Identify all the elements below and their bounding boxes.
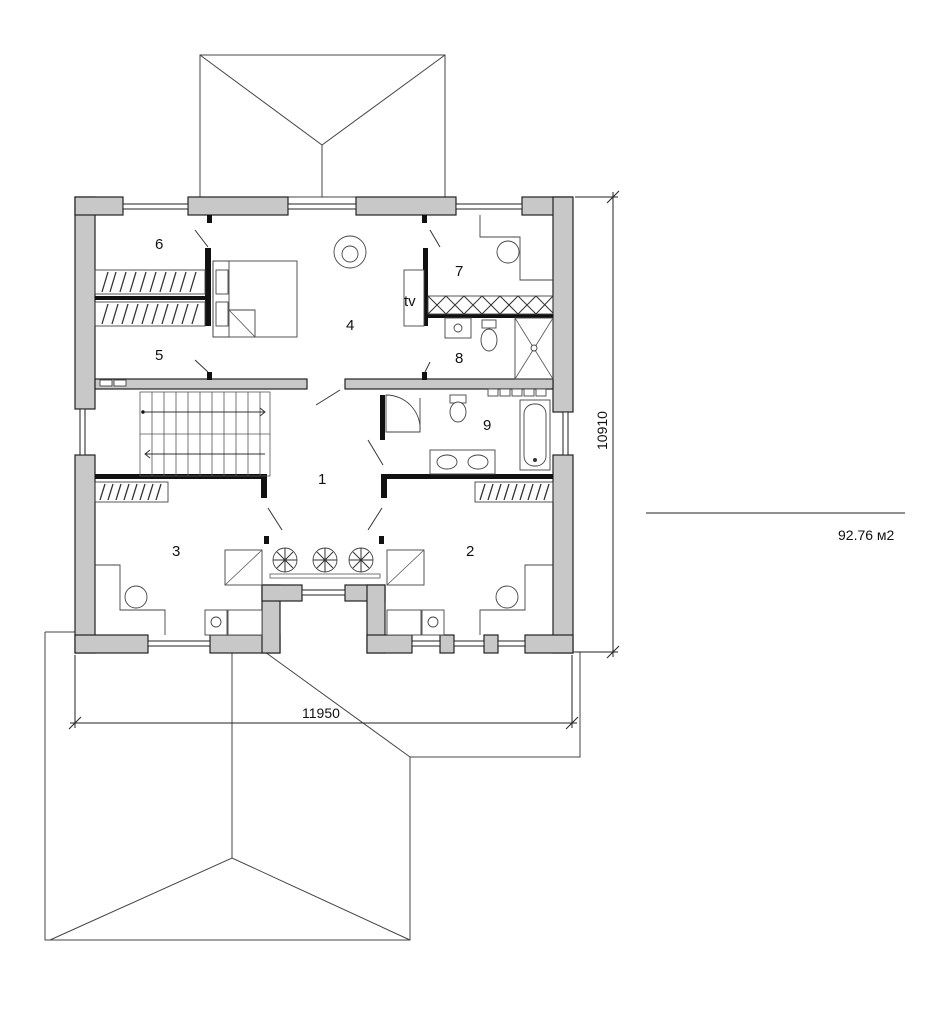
height-dimension-label: 10910 — [594, 411, 610, 450]
room-label-7: 7 — [455, 263, 463, 280]
door-swings — [194, 229, 441, 531]
width-dimension-label: 11950 — [302, 705, 340, 721]
room-label-5: 5 — [155, 347, 163, 364]
room-label-3: 3 — [172, 543, 180, 560]
windows — [79, 203, 569, 647]
roof-bottom — [44, 631, 581, 941]
room-labels: 1 2 3 4 5 6 7 8 9 tv — [155, 236, 491, 560]
room-label-2: 2 — [466, 543, 474, 560]
room-label-6: 6 — [155, 236, 163, 253]
exterior-walls — [74, 196, 574, 654]
radiators — [99, 379, 547, 397]
bathroom-9-fixtures — [385, 394, 551, 475]
height-dimension: 10910 — [575, 190, 620, 659]
wardrobes — [94, 269, 554, 503]
width-dimension: 11950 — [68, 655, 579, 730]
desk-chairs — [95, 215, 553, 636]
roof-top — [199, 54, 446, 198]
area-label: 92.76 м2 — [838, 527, 895, 543]
bedroom-furniture — [212, 235, 425, 338]
room-label-1: 1 — [318, 471, 326, 488]
tv-label: tv — [404, 293, 416, 310]
room-label-9: 9 — [483, 417, 491, 434]
room-label-4: 4 — [346, 317, 354, 334]
area-note: 92.76 м2 — [646, 512, 905, 543]
room-label-8: 8 — [455, 350, 463, 367]
bathroom-8-fixtures — [444, 317, 554, 380]
plants — [269, 547, 381, 579]
staircase — [139, 391, 271, 477]
interior-partitions — [94, 215, 554, 544]
